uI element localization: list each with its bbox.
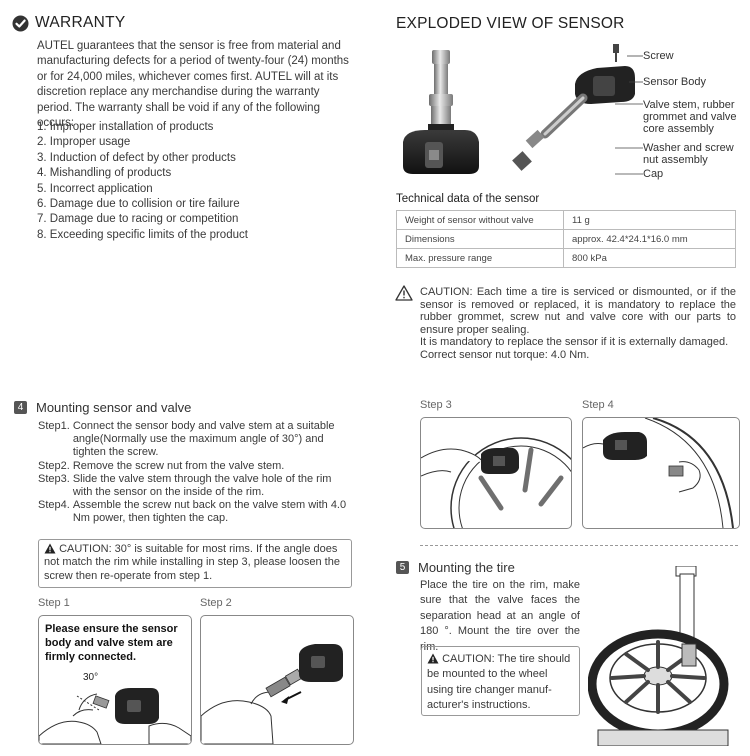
warranty-body: AUTEL guarantees that the sensor is free… [37,40,349,130]
step3-image [420,417,572,529]
caution-body: : 30° is suitable for most rims. If the … [44,543,340,582]
step-text: Slide the valve stem through the valve h… [72,472,332,499]
step4-image [582,417,740,529]
caution-body: The tire should be mounted to the wheel … [427,653,571,712]
screw-nut-drawing [583,418,734,528]
step-label: Step3. [38,472,70,485]
step-text: Assemble the screw nut back on the valve… [72,499,347,525]
step-item: Step4. Assemble the screw nut back on th… [38,499,353,525]
mounting-steps: Step1. Connect the sensor body and valve… [38,420,353,526]
table-row: Max. pressure range 800 kPa [396,248,736,268]
list-item: 7. Damage due to racing or competition [37,213,239,226]
warning-triangle-icon [395,285,413,301]
table-cell-value: 11 g [563,210,736,230]
list-item: 1. Improper installation of products [37,121,214,133]
step-text: Remove the screw nut from the valve stem… [72,459,285,472]
label-cap: Cap [643,168,664,180]
technical-data-title: Technical data of the sensor [396,193,540,205]
step2-image [200,615,354,745]
table-cell-value: approx. 42.4*24.1*16.0 mm [563,229,736,249]
warranty-heading: WARRANTY [12,14,126,32]
step2-caption: Step 2 [200,597,232,609]
exploded-parts-image [512,44,635,171]
step4-caption: Step 4 [582,399,614,411]
rim-insert-drawing [421,437,571,528]
hand-sensor-drawing [39,688,191,744]
table-cell-label: Max. pressure range [396,248,564,268]
assembled-sensor-image [403,50,479,174]
table-cell-label: Weight of sensor without valve [396,210,564,230]
exploded-view-title: EXPLODED VIEW OF SENSOR [396,15,625,32]
table-row: Weight of sensor without valve 11 g [396,210,736,230]
warranty-title: WARRANTY [35,14,126,31]
list-item: 2. Improper usage [37,136,131,149]
table-cell-label: Dimensions [396,229,564,249]
warning-icon [427,653,439,664]
table-row: Dimensions approx. 42.4*24.1*16.0 mm [396,229,736,249]
table-cell-value: 800 kPa [563,248,736,268]
caution-label: CAUTION: [442,653,495,665]
section-4-heading: 4 Mounting sensor and valve [14,400,191,415]
label-sensor-body: Sensor Body [643,76,706,88]
tire-caution-text: CAUTION: The tire should be mounted to t… [427,652,575,714]
step-text: Connect the sensor body and valve stem a… [72,420,335,459]
technical-data-table: Weight of sensor without valve 11 g Dime… [396,210,736,268]
remove-nut-drawing [201,644,343,744]
section-number: 5 [396,561,409,574]
check-badge-icon [12,15,29,31]
mounting-caution-text: CAUTION: 30° is suitable for most rims. … [44,543,344,583]
angle-label: 30° [83,672,99,683]
section-title: Mounting the tire [418,560,515,575]
step-label: Step2. [38,459,70,472]
tire-caution-box [421,646,580,716]
section-title: Mounting sensor and valve [36,400,192,415]
list-item: 8. Exceeding specific limits of the prod… [37,228,248,241]
tire-mounting-text: Place the tire on the rim, make sure tha… [420,579,580,653]
list-item: 5. Incorrect application [37,182,153,195]
label-valve-stem: Valve stem, rubber grommet and valve cor… [643,99,737,135]
step-label: Step4. [38,499,70,512]
step-item: Step3. Slide the valve stem through the … [38,473,353,499]
step1-note: Please ensure the sensor body and valve … [45,623,178,663]
step1-image: Please ensure the sensor body and valve … [38,615,192,745]
list-item: 6. Damage due to collision or tire failu… [37,198,240,211]
label-screw: Screw [643,50,674,62]
step-item: Step1. Connect the sensor body and valve… [38,420,353,460]
warning-icon [44,543,56,554]
warranty-void-list: 1. Improper installation of products 2. … [37,120,357,243]
section-divider [420,545,738,546]
list-item: 3. Induction of defect by other products [37,151,236,164]
mounting-caution-box [38,539,352,588]
step3-caption: Step 3 [420,399,452,411]
label-washer-nut: Washer and screw nut assembly [643,142,734,166]
caution-label: CAUTION [59,543,109,555]
caution-paragraph: Correct sensor nut torque: 4.0 Nm. [420,348,590,361]
step-label: Step1. [38,420,70,432]
section-5-heading: 5 Mounting the tire [396,560,515,575]
sensor-caution-text: CAUTION: Each time a tire is serviced or… [420,286,736,362]
caution-paragraph: It is mandatory to replace the sensor if… [420,336,729,349]
step-item: Step2. Remove the screw nut from the val… [38,460,353,473]
caution-paragraph: CAUTION: Each time a tire is serviced or… [420,286,736,336]
list-item: 4. Mishandling of products [37,167,172,180]
section-number: 4 [14,401,27,414]
step1-caption: Step 1 [38,597,70,609]
tire-changer-image [588,566,729,746]
leader-lines [615,55,643,175]
